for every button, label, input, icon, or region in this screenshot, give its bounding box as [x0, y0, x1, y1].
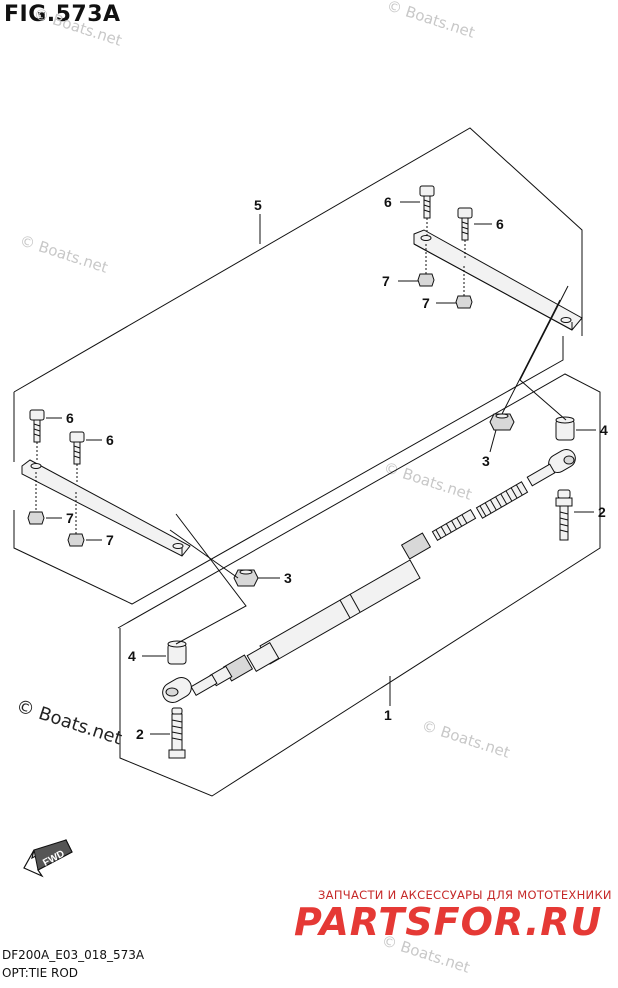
collar-icon	[555, 416, 575, 441]
nut-icon	[67, 533, 85, 547]
diagram-subtitle: OPT:TIE ROD	[2, 966, 79, 980]
ad-tagline: ЗАПЧАСТИ И АКСЕССУАРЫ ДЛЯ МОТОТЕХНИКИ	[318, 888, 612, 902]
fwd-arrow-icon: FWD	[23, 839, 73, 878]
callout-4: 4	[600, 422, 608, 438]
callout-2: 2	[598, 504, 606, 520]
bolt-icon	[69, 431, 85, 465]
bolt-icon	[168, 707, 186, 759]
assembly-outline-box	[117, 373, 601, 797]
callout-6: 6	[66, 410, 74, 426]
callout-3: 3	[284, 570, 292, 586]
nut-icon	[455, 295, 473, 309]
bolt-icon	[457, 207, 473, 241]
bolt-icon	[29, 409, 45, 443]
bolt-icon	[419, 185, 435, 219]
kit-outline-box	[13, 336, 564, 605]
lock-nut-icon	[233, 569, 259, 587]
lock-nut-icon	[489, 413, 515, 431]
callout-1: 1	[384, 707, 392, 723]
callout-2: 2	[136, 726, 144, 742]
callout-6: 6	[384, 194, 392, 210]
ad-brand-logo: PARTSFOR.RU	[294, 900, 603, 944]
callout-7: 7	[106, 532, 114, 548]
mounting-plate-lower	[21, 459, 191, 557]
figure-title: FIG.573A	[4, 2, 121, 27]
mounting-plate-upper	[413, 229, 583, 331]
callout-7: 7	[66, 510, 74, 526]
callout-7: 7	[382, 273, 390, 289]
tie-rod	[162, 449, 576, 703]
bolt-icon	[555, 489, 573, 541]
callout-7: 7	[422, 295, 430, 311]
kit-outline-box	[13, 127, 583, 393]
callout-3: 3	[482, 453, 490, 469]
callout-5: 5	[254, 197, 262, 213]
nut-icon	[27, 511, 45, 525]
diagram-code: DF200A_E03_018_573A	[2, 948, 145, 962]
callout-4: 4	[128, 648, 136, 664]
collar-icon	[167, 640, 187, 665]
callout-6: 6	[106, 432, 114, 448]
callout-6: 6	[496, 216, 504, 232]
nut-icon	[417, 273, 435, 287]
